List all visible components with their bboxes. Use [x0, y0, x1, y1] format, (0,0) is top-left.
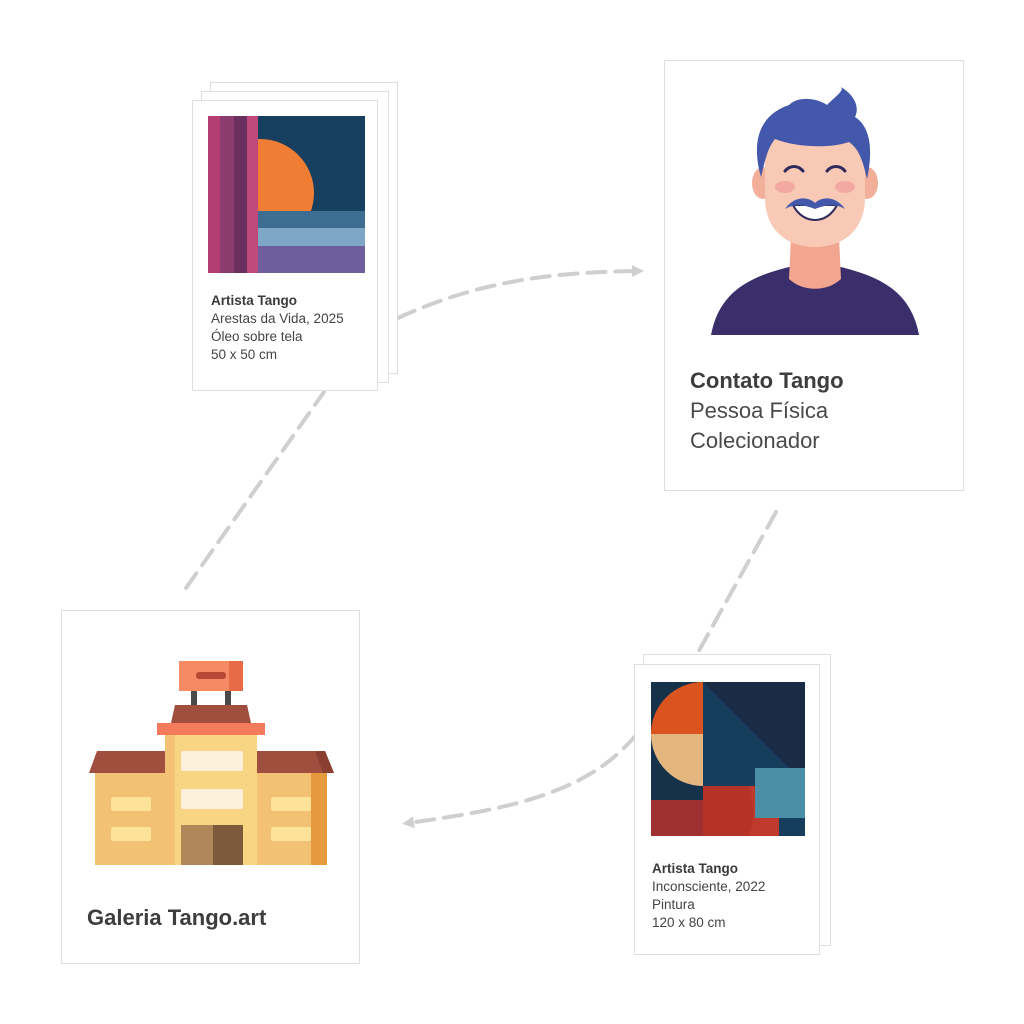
artwork-2-label: Artista Tango Inconsciente, 2022 Pintura… [652, 860, 765, 932]
contact-label: Contato Tango Pessoa Física Colecionador [690, 366, 844, 456]
artwork-1-title: Arestas da Vida, 2025 [211, 311, 344, 326]
gallery-name: Galeria Tango.art [87, 905, 267, 930]
artwork-1-label: Artista Tango Arestas da Vida, 2025 Óleo… [211, 292, 344, 364]
artwork-2-size: 120 x 80 cm [652, 915, 726, 930]
connector-gallery-to-artwork [184, 390, 326, 590]
artwork-1-medium: Óleo sobre tela [211, 329, 303, 344]
connector-artwork-to-contact [396, 265, 644, 320]
artwork-2-medium: Pintura [652, 897, 695, 912]
artwork-card-1[interactable]: Artista Tango Arestas da Vida, 2025 Óleo… [192, 100, 378, 391]
artwork-card-2[interactable]: Artista Tango Inconsciente, 2022 Pintura… [634, 664, 820, 955]
connector-contact-to-artwork [694, 510, 778, 658]
contact-type: Pessoa Física [690, 398, 829, 423]
artwork-1-size: 50 x 50 cm [211, 347, 278, 362]
gallery-building-icon [89, 661, 334, 865]
contact-name: Contato Tango [690, 368, 844, 393]
connector-artwork-to-gallery [402, 733, 638, 829]
gallery-card[interactable]: Galeria Tango.art [61, 610, 360, 964]
artwork-2-title: Inconsciente, 2022 [652, 879, 766, 894]
abstract-sunset-painting-icon [208, 116, 365, 273]
smiling-man-avatar-icon [711, 87, 919, 335]
contact-role: Colecionador [690, 428, 820, 453]
geometric-abstract-painting-icon [651, 682, 805, 836]
artwork-1-artist: Artista Tango [211, 293, 298, 308]
contact-card[interactable]: Contato Tango Pessoa Física Colecionador [664, 60, 964, 491]
artwork-2-artist: Artista Tango [652, 861, 739, 876]
